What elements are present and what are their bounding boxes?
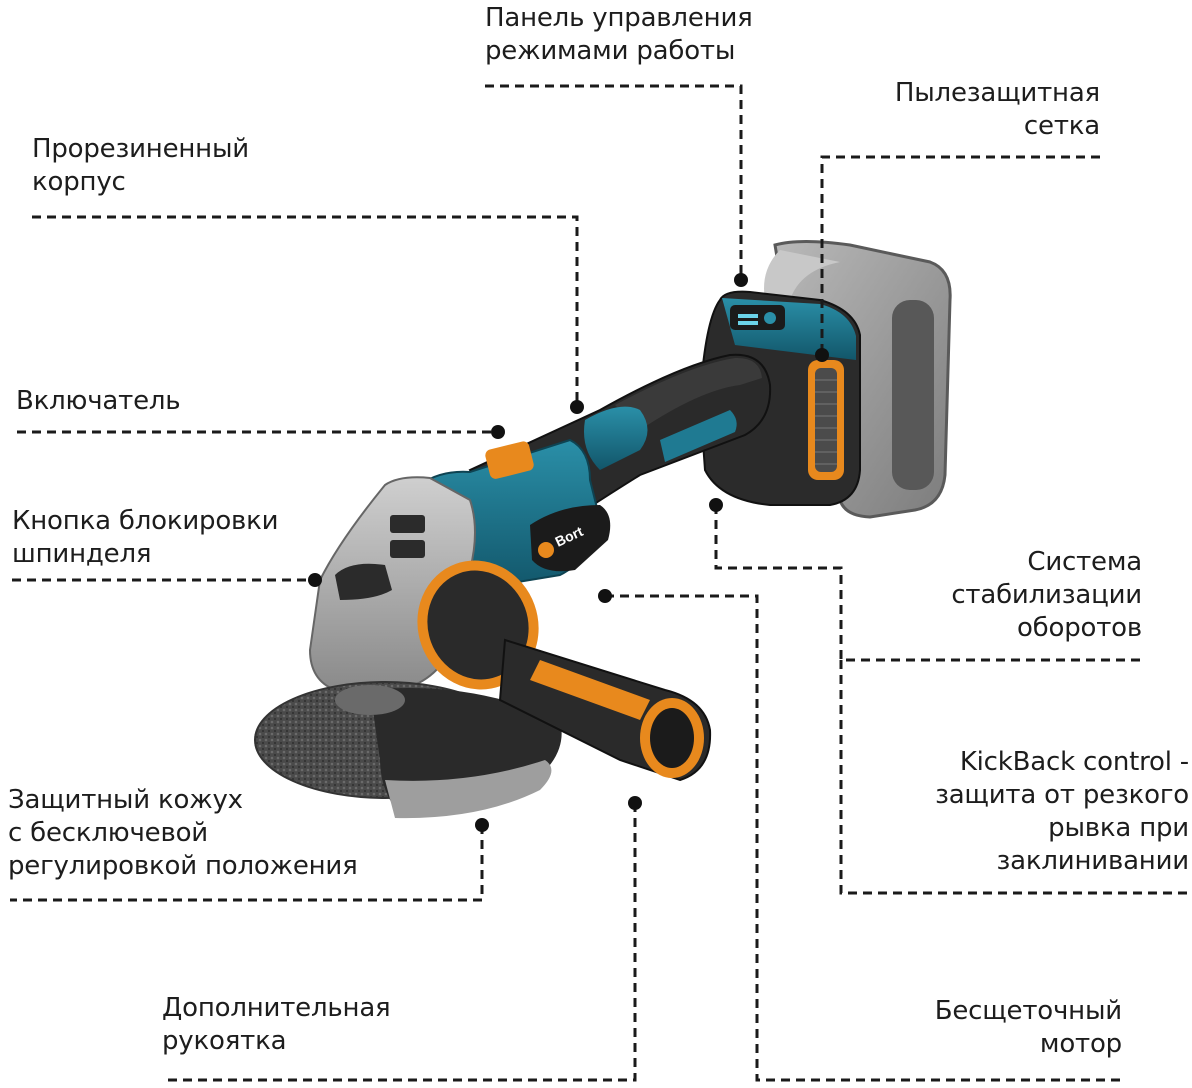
label-brushless-motor: Бесщеточный мотор [934,996,1122,1059]
brand-logo-icon [538,542,554,558]
label-kickback: KickBack control - защита от резкого рыв… [935,747,1189,876]
label-control-panel: Панель управления режимами работы [485,3,753,66]
leader-brushless-motor [605,594,1122,1082]
mode-indicator-icon [764,312,776,324]
leader-rubber-body [32,215,579,407]
leader-aux-handle [162,803,637,1082]
label-switch: Включатель [16,386,181,416]
dot-switch [491,425,505,439]
dot-dust-mesh [815,348,829,362]
disc-and-guard [254,681,562,819]
dot-spindle-lock [308,573,322,587]
leader-dust-mesh [820,155,1100,355]
label-speed-stabilization: Система стабилизации оборотов [951,547,1142,643]
leader-speed-stabilization [714,505,1143,662]
leader-guard [10,825,484,902]
dot-aux-handle [628,796,642,810]
leader-control-panel [485,84,743,280]
dot-guard [475,818,489,832]
spindle-lock-button [335,563,392,600]
dot-control-panel [734,273,748,287]
protective-guard [385,760,552,819]
label-guard: Защитный кожух с бесключевой регулировко… [8,785,358,881]
label-rubber-body: Прорезиненный корпус [32,134,250,197]
label-spindle-lock: Кнопка блокировки шпинделя [12,506,279,569]
label-aux-handle: Дополнительная рукоятка [162,993,391,1056]
dot-brushless-motor [598,589,612,603]
auxiliary-handle [417,560,712,782]
dot-rubber-body [570,400,584,414]
battery-grip-pad [892,300,934,490]
leader-kickback [839,660,1189,895]
label-dust-mesh: Пылезащитная сетка [894,78,1100,141]
dot-speed-stabilization [709,498,723,512]
power-switch [485,441,534,479]
